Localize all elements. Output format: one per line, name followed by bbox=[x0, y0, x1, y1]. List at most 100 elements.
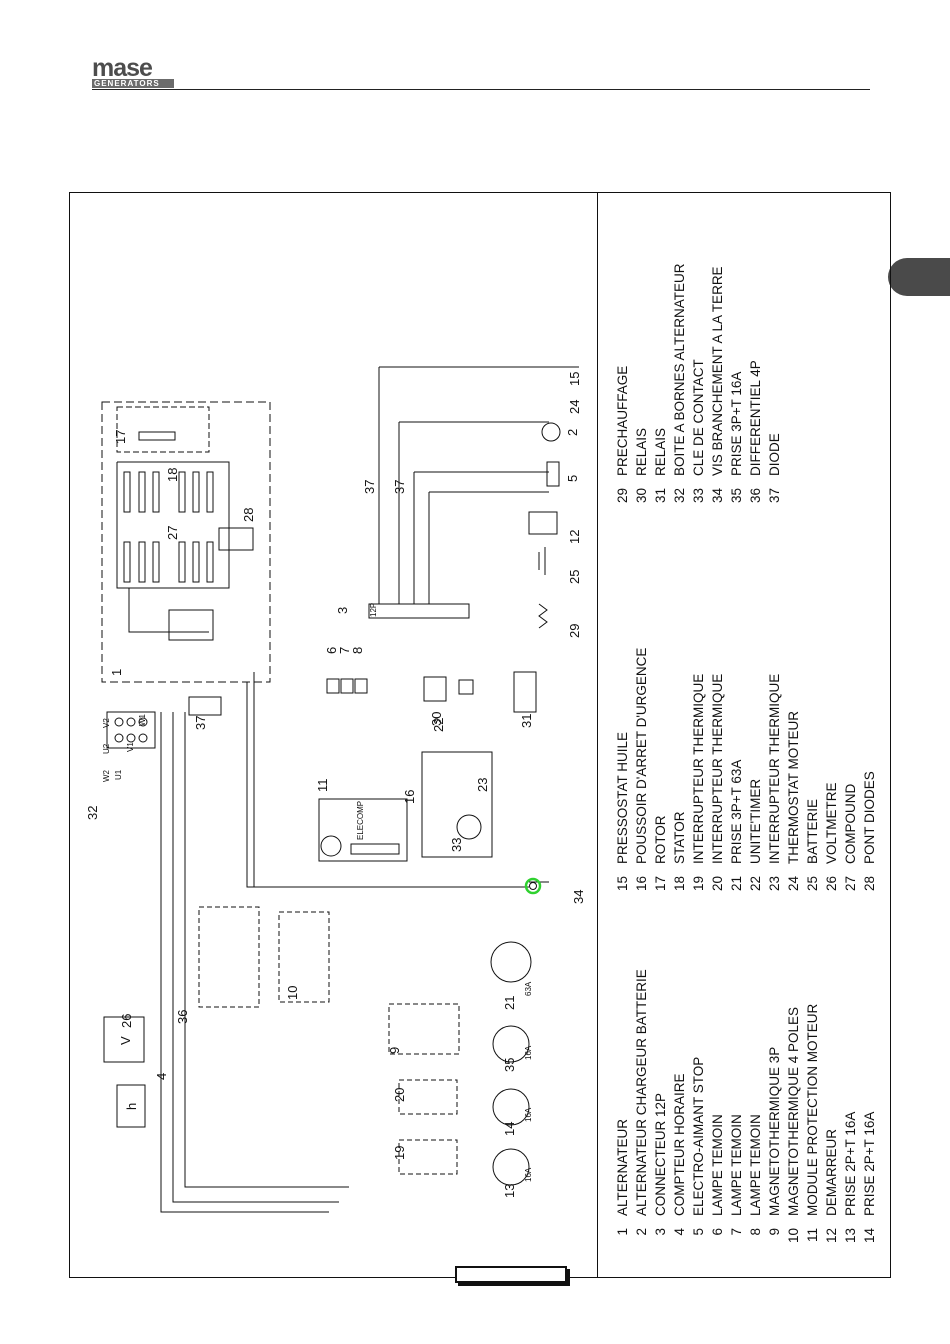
diagram-label: 33 bbox=[449, 838, 464, 852]
hour-meter bbox=[116, 1084, 146, 1128]
socket-rating: 63A bbox=[524, 981, 533, 996]
diagram-label: 12 bbox=[567, 530, 582, 544]
breaker-19 bbox=[398, 1139, 458, 1175]
section-tab[interactable] bbox=[888, 258, 950, 296]
diagram-label: 8 bbox=[350, 647, 365, 654]
terminal-label: W2 bbox=[102, 769, 111, 782]
breaker-9 bbox=[388, 1003, 460, 1055]
diode-bridge bbox=[218, 527, 254, 551]
module-text: ELECOMP bbox=[356, 801, 365, 840]
relay-31 bbox=[513, 671, 537, 713]
socket-13 bbox=[492, 1148, 530, 1186]
brand-name: mase bbox=[92, 54, 153, 82]
voltmeter-symbol: V bbox=[118, 1036, 133, 1045]
diagram-label: 21 bbox=[502, 996, 517, 1010]
diagram-label: 2 bbox=[565, 429, 580, 436]
terminal-label: U2 bbox=[102, 743, 111, 754]
timer-22 bbox=[458, 679, 474, 695]
diagram-label: 30 bbox=[429, 712, 444, 726]
diagram-label: 13 bbox=[502, 1184, 517, 1198]
socket-35 bbox=[492, 1025, 530, 1063]
stop-solenoid bbox=[546, 461, 560, 487]
starter bbox=[528, 511, 558, 535]
terminal-label: W1 bbox=[138, 713, 147, 726]
socket-rating: 16A bbox=[524, 1045, 533, 1060]
rotor-element bbox=[138, 431, 176, 441]
connector-12p bbox=[368, 603, 470, 619]
diagram-label: 4 bbox=[154, 1073, 169, 1080]
terminal-label: V1 bbox=[126, 742, 135, 752]
header-rule bbox=[92, 89, 870, 90]
diagram-label: 34 bbox=[571, 890, 586, 904]
alternator-box bbox=[101, 401, 271, 683]
lamp-7 bbox=[340, 678, 354, 694]
diagram-label: 3 bbox=[335, 607, 350, 614]
stator-windings bbox=[123, 471, 214, 583]
preheat-coil bbox=[538, 603, 548, 629]
diagram-label: 37 bbox=[193, 716, 208, 730]
brand-bar bbox=[92, 79, 174, 88]
diagram-labels: 1 2 3 4 5 6 7 8 9 10 11 12 13 14 15 16 1… bbox=[85, 372, 586, 1198]
page-number-box bbox=[455, 1266, 567, 1283]
diagram-label: 29 bbox=[567, 624, 582, 638]
diagram-label: 37 bbox=[392, 480, 407, 494]
diagram-label: 27 bbox=[165, 526, 180, 540]
diagram-label: 25 bbox=[567, 570, 582, 584]
diagram-label: 20 bbox=[392, 1088, 407, 1102]
diagram-label: 15 bbox=[567, 372, 582, 386]
diode-37 bbox=[188, 696, 222, 716]
socket-rating: 16A bbox=[524, 1167, 533, 1182]
brand-sub: GENERATORS bbox=[94, 79, 160, 88]
diagram-label: 18 bbox=[165, 468, 180, 482]
diagram-label: 22 bbox=[431, 718, 446, 732]
diagram-label: 32 bbox=[85, 806, 100, 820]
diagram-label: 10 bbox=[285, 986, 300, 1000]
lamp-8 bbox=[354, 678, 368, 694]
diagram-label: 14 bbox=[502, 1122, 517, 1136]
diagram-label: 23 bbox=[475, 778, 490, 792]
diagram-label: 36 bbox=[175, 1010, 190, 1024]
terminal-label: V2 bbox=[102, 718, 111, 728]
terminal-box bbox=[106, 711, 156, 749]
lamp-6 bbox=[326, 678, 340, 694]
diagram-label: 26 bbox=[119, 1014, 134, 1028]
alternator-terminals bbox=[168, 609, 214, 641]
legend-item: 28PONT DIODES bbox=[862, 771, 877, 892]
diagram-label: 37 bbox=[362, 480, 377, 494]
socket-ratings: 63A 16A 16A 16A bbox=[524, 981, 533, 1182]
charging-alternator bbox=[541, 422, 561, 442]
diagram-label: 16 bbox=[402, 790, 417, 804]
legend-divider bbox=[597, 192, 598, 1278]
diagram-label: 5 bbox=[565, 475, 580, 482]
wiring-diagram: 1 2 3 4 5 6 7 8 9 10 11 12 13 14 15 16 1… bbox=[85, 366, 586, 1213]
diagram-label: 11 bbox=[315, 779, 330, 793]
legend-item: 37DIODE bbox=[767, 433, 782, 504]
diagram-label: 28 bbox=[241, 508, 256, 522]
diagram-label: 24 bbox=[567, 400, 582, 414]
terminal-label: U1 bbox=[114, 769, 123, 780]
socket-14 bbox=[492, 1088, 530, 1126]
terminal-labels: U1 V1 W1 U2 V2 W2 bbox=[102, 713, 147, 782]
diagram-label: 1 bbox=[109, 669, 124, 676]
breaker-10 bbox=[278, 911, 330, 1003]
rotor-box bbox=[116, 406, 210, 453]
diagram-label: 9 bbox=[387, 1047, 402, 1054]
earth-screw bbox=[524, 877, 542, 895]
key-switch-box bbox=[421, 751, 493, 858]
diagram-label: 6 bbox=[324, 647, 339, 654]
diagram-label: 7 bbox=[337, 647, 352, 654]
diagram-label: 35 bbox=[502, 1058, 517, 1072]
relay-30 bbox=[423, 676, 447, 702]
socket-rating: 16A bbox=[524, 1107, 533, 1122]
diagram-label: 19 bbox=[392, 1146, 407, 1160]
socket-21 bbox=[490, 941, 532, 983]
hour-meter-symbol: h bbox=[124, 1103, 139, 1110]
diagram-label: 31 bbox=[519, 714, 534, 728]
brand-logo: mase GENERATORS bbox=[92, 56, 176, 88]
breaker-20 bbox=[398, 1079, 458, 1115]
diagram-label: 17 bbox=[113, 430, 128, 444]
differential-box bbox=[198, 906, 260, 1008]
protection-module bbox=[318, 798, 408, 862]
voltmeter bbox=[103, 1016, 145, 1063]
connector-label: 12P bbox=[369, 603, 378, 617]
